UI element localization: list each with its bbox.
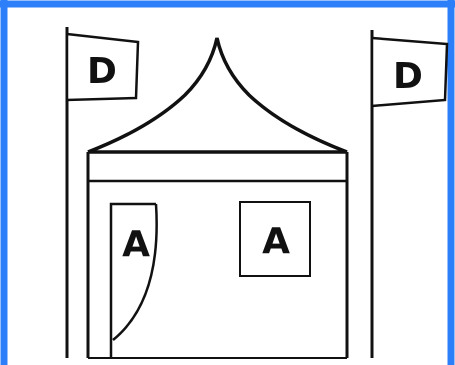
flag-right-label: D <box>393 56 423 97</box>
flag-left-label: D <box>87 51 117 92</box>
door-label: A <box>122 224 150 265</box>
window-label: A <box>262 221 290 262</box>
